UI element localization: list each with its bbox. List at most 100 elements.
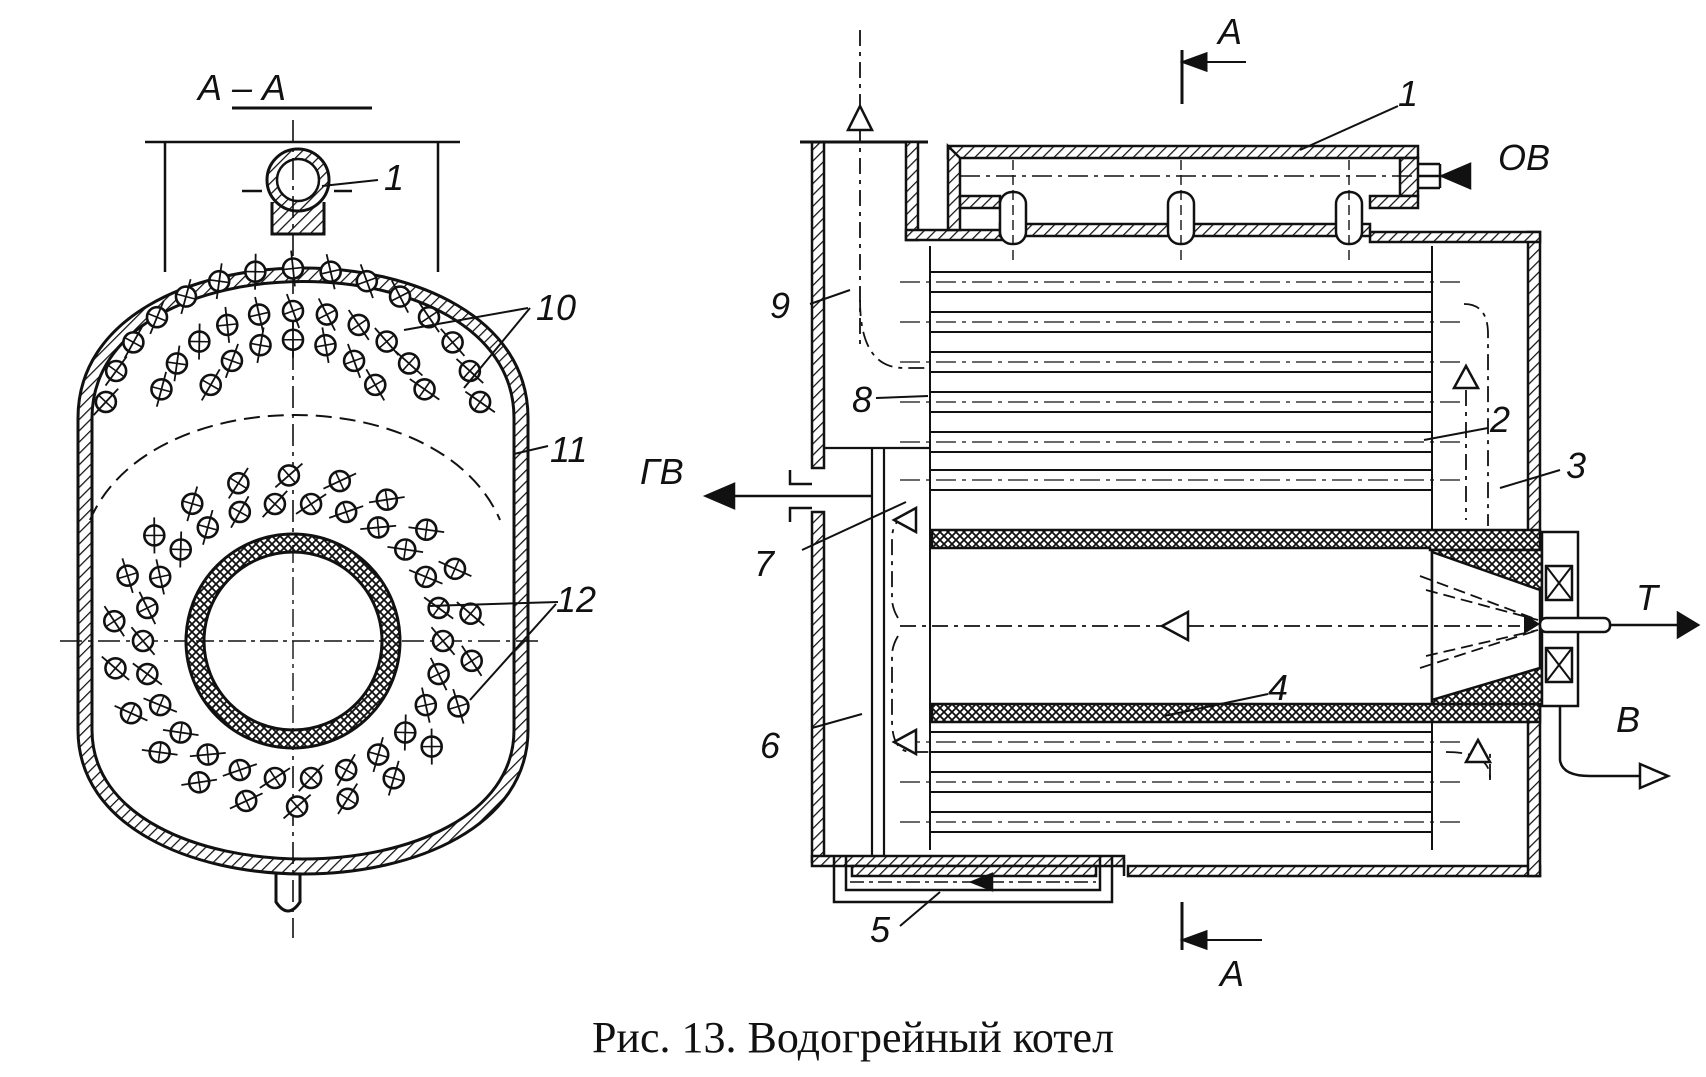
section-mark-top	[1179, 50, 1246, 104]
label-12: 12	[556, 579, 596, 620]
tube-cross-section	[440, 328, 466, 357]
tube-cross-section	[366, 736, 390, 773]
label-gv: ГВ	[640, 451, 684, 492]
tube-cross-section	[281, 293, 305, 329]
label-6: 6	[760, 725, 781, 766]
tube-cross-section	[336, 783, 359, 815]
tube-cross-section	[314, 327, 337, 364]
tube-cross-section	[282, 793, 312, 820]
tube-cross-section	[92, 388, 119, 416]
bottom-collector	[832, 856, 1114, 904]
label-ov: ОВ	[1498, 137, 1550, 178]
burner	[1538, 530, 1612, 708]
tube-cross-section	[143, 693, 178, 717]
tube-cross-section	[181, 771, 218, 794]
tube-cross-section	[438, 557, 472, 581]
tube-cross-section	[143, 517, 166, 554]
tube-cross-section	[342, 343, 366, 379]
convective-tube-bundle-12	[101, 462, 485, 820]
tube-cross-section	[464, 390, 496, 414]
label-7: 7	[754, 543, 776, 584]
label-2: 2	[1489, 399, 1510, 440]
support-frame	[145, 140, 460, 272]
tube-cross-section	[423, 596, 454, 620]
tube-cross-section	[114, 701, 148, 725]
label-t: Т	[1636, 577, 1661, 618]
tube-cross-section	[165, 345, 189, 382]
return-water-inlet	[1438, 162, 1472, 190]
tube-cross-section	[387, 538, 424, 561]
tube-cross-section	[220, 343, 244, 379]
label-1-main: 1	[1398, 73, 1418, 114]
tube-cross-section	[393, 714, 417, 751]
chimney-walls	[800, 140, 1126, 868]
tube-cross-section	[295, 492, 327, 516]
label-1-section: 1	[384, 157, 404, 198]
tube-cross-section	[360, 516, 397, 539]
tube-cross-section	[323, 469, 357, 493]
tube-cross-section	[247, 296, 271, 333]
tube-cross-section	[417, 301, 441, 333]
label-5: 5	[870, 909, 891, 950]
tube-cross-section	[136, 591, 159, 625]
tube-cross-section	[199, 368, 223, 401]
section-mark-bottom	[1179, 902, 1262, 951]
tube-cross-section	[145, 300, 169, 335]
tube-cross-section	[315, 298, 339, 331]
section-letter-bottom: А	[1218, 953, 1244, 994]
section-letter-top: А	[1216, 11, 1242, 52]
tube-cross-section	[249, 327, 272, 364]
tube-cross-section	[408, 565, 443, 589]
tube-cross-section	[274, 462, 304, 489]
tube-cross-section	[259, 766, 291, 790]
tube-cross-section	[101, 655, 130, 681]
flame-cone	[1419, 575, 1539, 669]
tube-cross-section	[409, 377, 440, 401]
tube-cross-section	[334, 753, 358, 787]
tube-cross-section	[347, 309, 371, 341]
tube-cross-section	[196, 509, 220, 546]
tube-cross-section	[430, 626, 456, 656]
gas-pass-divider	[89, 414, 501, 521]
tube-cross-section	[104, 355, 128, 387]
label-11: 11	[550, 429, 587, 470]
tube-cross-section	[355, 263, 379, 299]
tube-cross-section	[298, 764, 325, 792]
tube-cross-section	[261, 490, 288, 518]
tube-cross-section	[382, 760, 406, 796]
hot-water-outlet	[702, 470, 872, 522]
flow-arrows	[891, 363, 1493, 764]
figure-caption: Рис. 13. Водогрейный котел	[591, 1013, 1115, 1062]
tube-cross-section	[395, 350, 424, 377]
tube-cross-section	[169, 531, 193, 568]
tube-cross-section	[281, 321, 305, 358]
tube-cross-section	[228, 495, 252, 529]
tube-cross-section	[363, 368, 387, 401]
tube-cross-section	[447, 688, 470, 724]
tube-cross-section	[215, 306, 239, 343]
flue-gas-exit-arrow	[845, 103, 875, 132]
tube-cross-section	[222, 758, 258, 782]
label-4: 4	[1268, 667, 1288, 708]
tube-cross-section	[102, 605, 126, 637]
convective-tube-bundle-10	[92, 250, 496, 416]
tube-cross-section	[281, 250, 305, 287]
tube-cross-section	[374, 327, 400, 356]
tube-cross-section	[368, 488, 405, 511]
tube-cross-section	[319, 253, 342, 290]
tube-cross-section	[427, 657, 450, 691]
leader-lines-right	[801, 105, 1561, 927]
label-8: 8	[852, 379, 872, 420]
top-collector-pipe	[242, 147, 352, 236]
label-v: В	[1616, 699, 1640, 740]
tube-cross-section	[141, 740, 178, 764]
tube-cross-section	[207, 263, 231, 300]
tube-cross-section	[229, 789, 263, 813]
fuel-inlet	[1610, 610, 1701, 640]
leader-lines-left	[321, 179, 559, 701]
tube-cross-section	[408, 518, 445, 542]
tube-cross-section	[388, 280, 412, 314]
label-10: 10	[536, 287, 576, 328]
tube-cross-section	[132, 662, 163, 686]
